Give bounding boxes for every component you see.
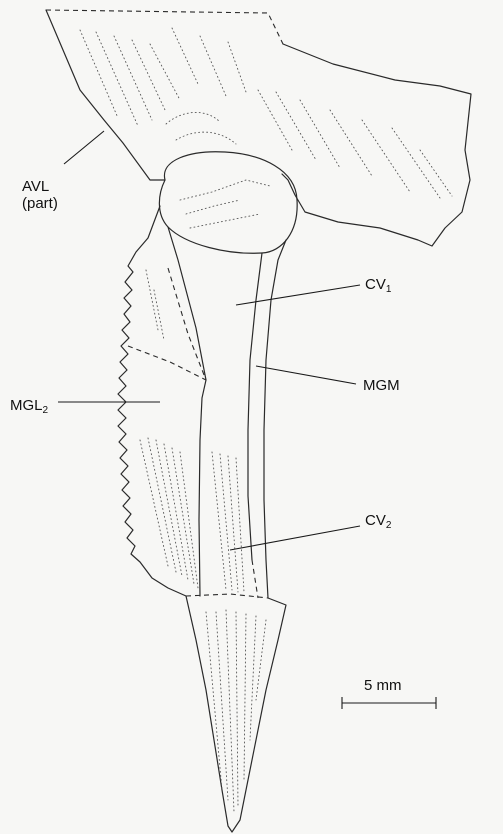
cv1-leader: [236, 285, 360, 305]
avl-leader: [64, 131, 104, 164]
label-cv1: CV1: [365, 276, 391, 298]
label-avl: AVL (part): [22, 178, 58, 212]
spine-body: [118, 152, 297, 598]
scale-bar: [342, 697, 436, 709]
label-cv2: CV2: [365, 512, 391, 534]
avl-plate: [46, 10, 471, 246]
scale-bar-label: 5 mm: [364, 677, 402, 694]
mgm-leader: [256, 366, 356, 384]
spine-tip: [186, 596, 286, 832]
label-mgm: MGM: [363, 377, 400, 394]
leader-lines: [58, 131, 360, 550]
label-mgl2: MGL2: [10, 397, 48, 419]
